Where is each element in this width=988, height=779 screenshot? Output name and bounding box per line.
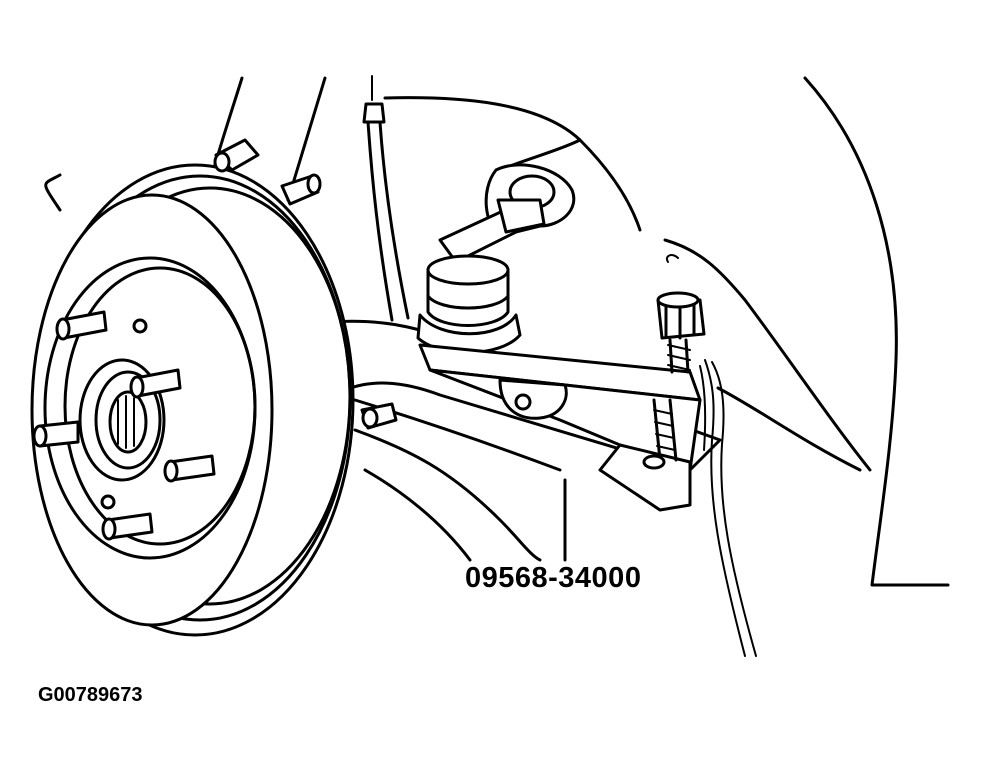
knuckle-bolts: [213, 138, 398, 430]
ball-joint: [416, 254, 522, 355]
tie-rod-end: [438, 163, 576, 264]
fender-outline: [663, 76, 950, 587]
brake-hose: [362, 75, 410, 322]
wheel-studs: [32, 310, 216, 541]
puller-bolt: [642, 254, 706, 470]
figure-code: G00789673: [38, 684, 143, 706]
wire-harness: [699, 359, 757, 657]
tool-callout-label: 09568-34000: [465, 562, 642, 594]
ball-joint-puller: [418, 343, 702, 562]
